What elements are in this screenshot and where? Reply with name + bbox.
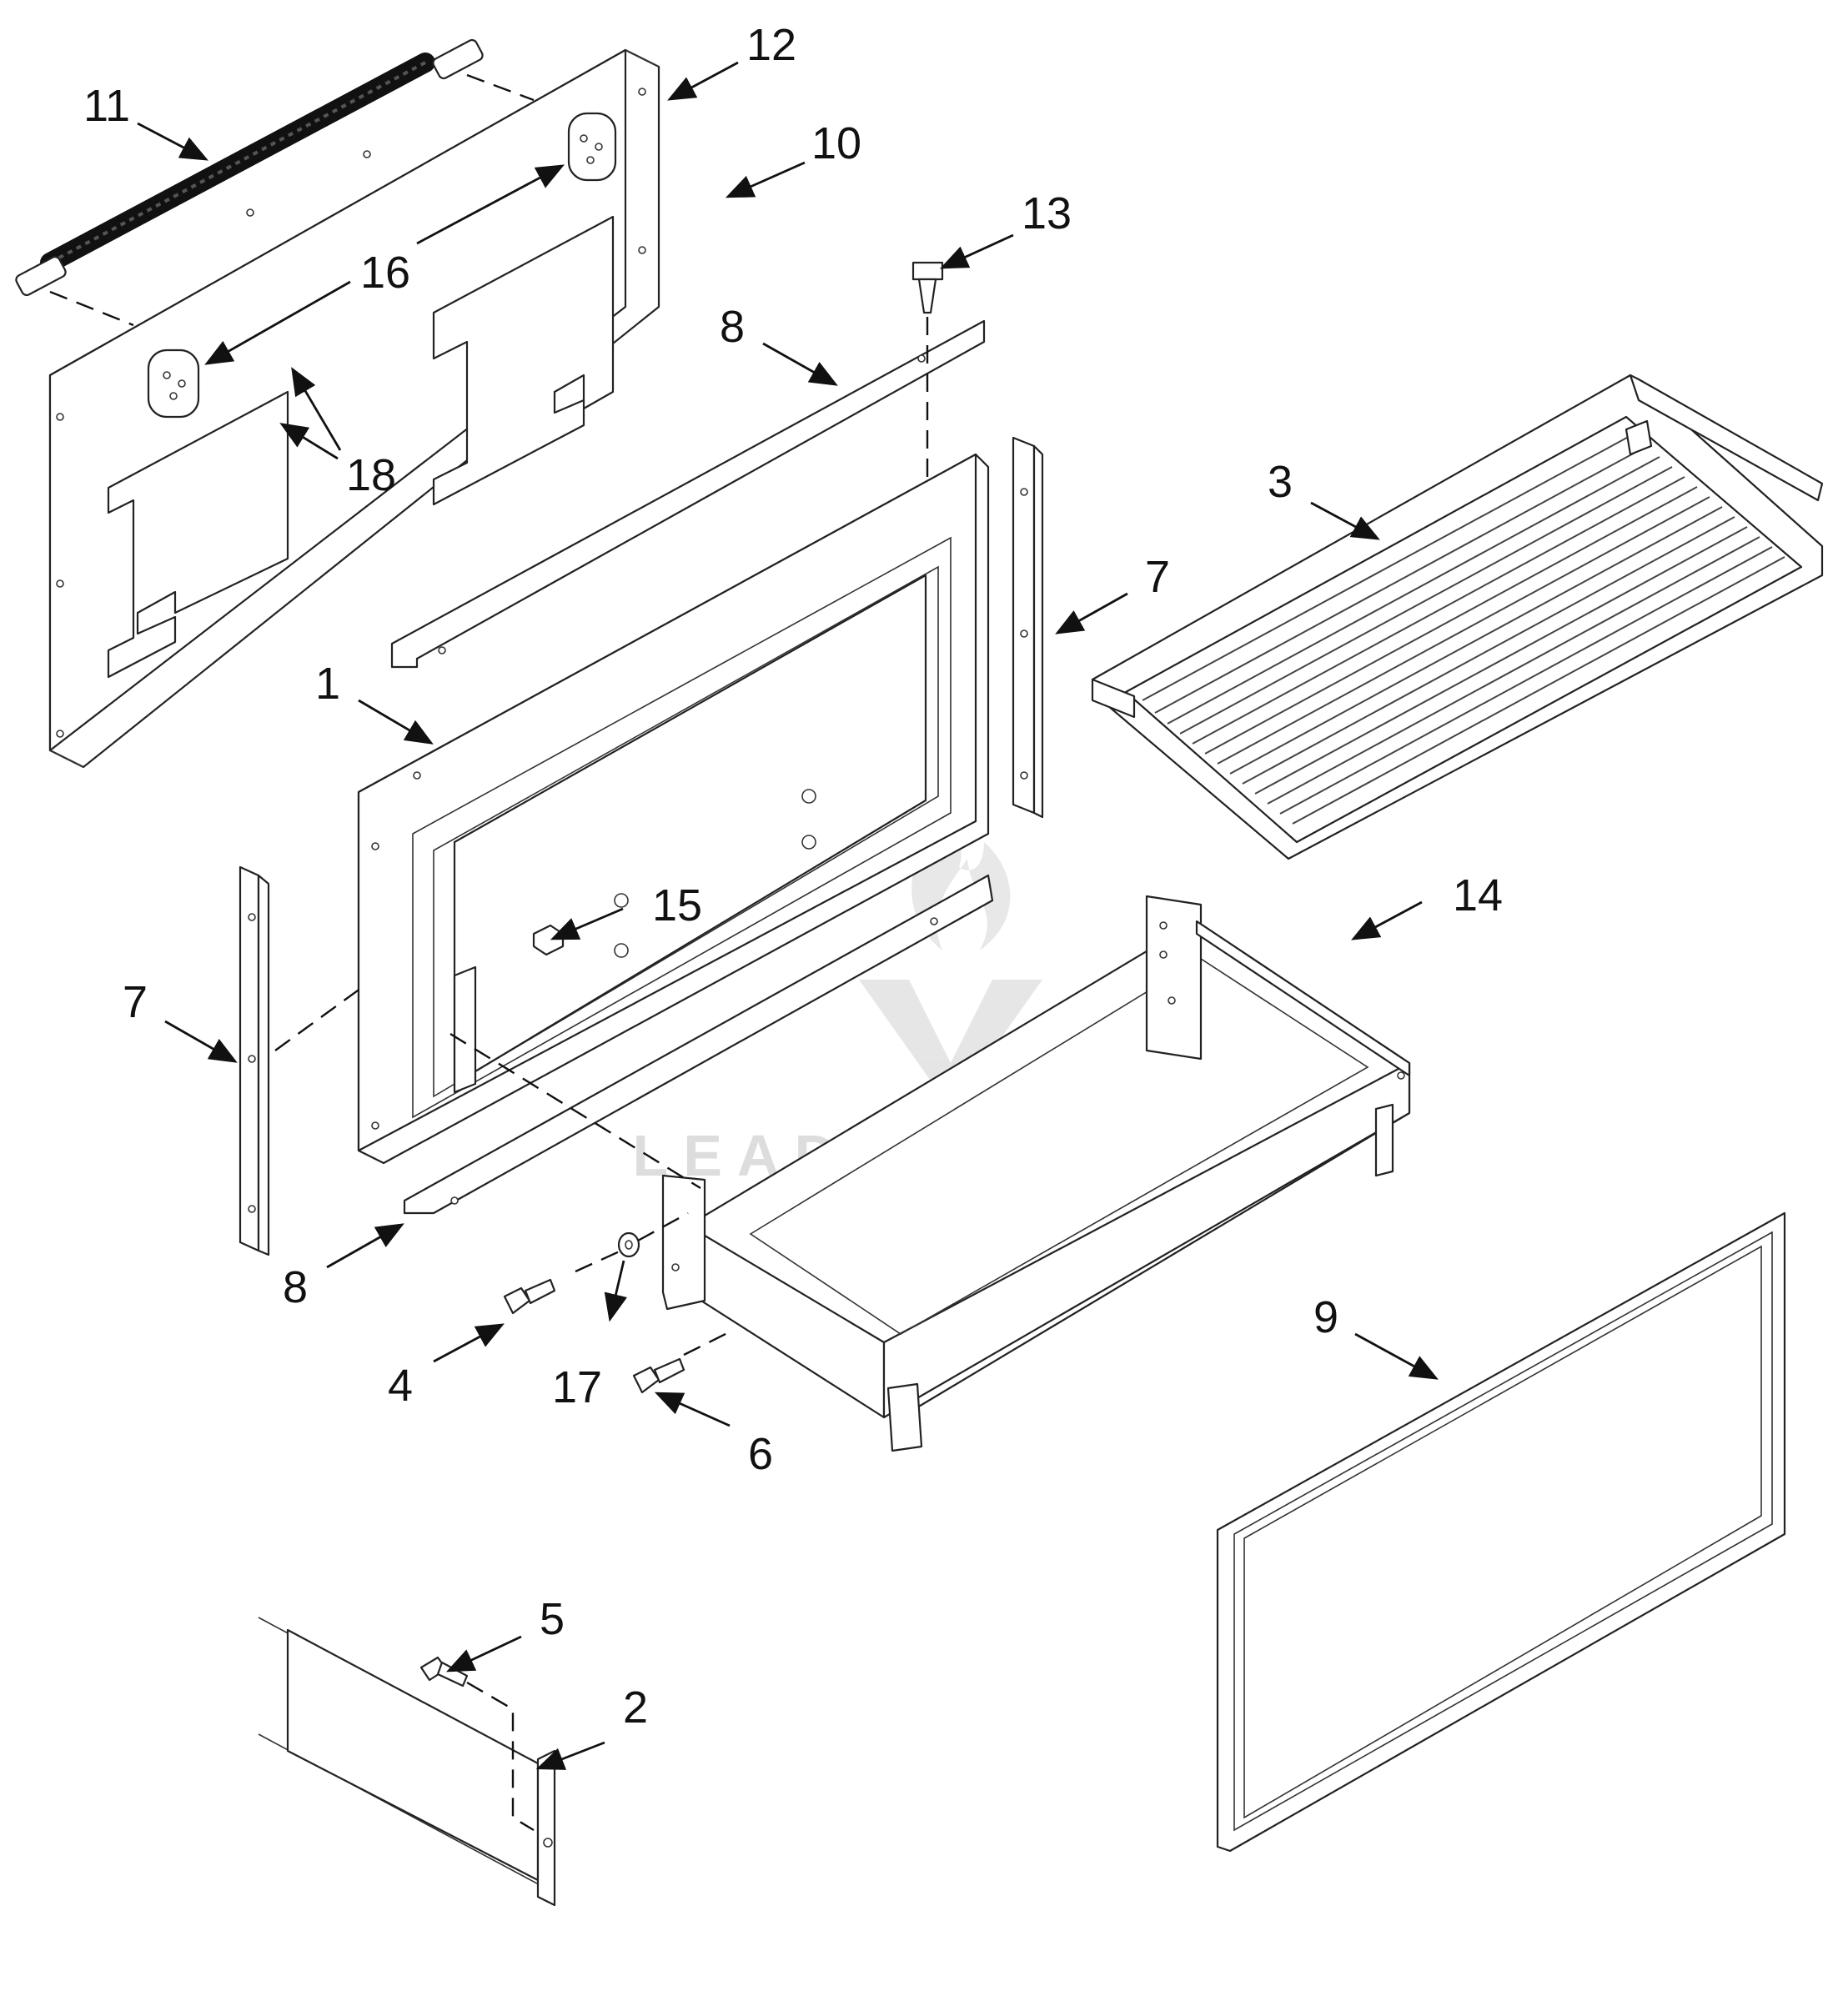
trim-strip-upper	[390, 319, 986, 669]
callout-7-right: 7	[1145, 552, 1170, 602]
drawer-body	[449, 895, 1411, 1452]
callout-7-left: 7	[123, 977, 148, 1027]
washer-17	[575, 1211, 689, 1273]
drawer-liner-tray	[1091, 374, 1824, 860]
callout-13: 13	[1022, 188, 1072, 238]
inner-door-frame	[357, 453, 990, 1165]
callout-10: 10	[811, 118, 861, 168]
callout-6: 6	[748, 1429, 773, 1479]
screw-6	[632, 1328, 735, 1394]
callout-3: 3	[1268, 457, 1293, 507]
callout-4: 4	[388, 1361, 413, 1411]
callout-8-lower: 8	[283, 1262, 308, 1312]
hinge-plate-lower	[147, 349, 200, 419]
trim-strip-left	[239, 865, 368, 1256]
callout-9: 9	[1313, 1292, 1338, 1342]
callout-12: 12	[746, 20, 796, 70]
callout-17: 17	[552, 1362, 602, 1412]
callout-2: 2	[623, 1683, 648, 1733]
callout-18: 18	[346, 450, 396, 500]
callout-8-upper: 8	[720, 302, 745, 352]
insulation-panel-right	[432, 215, 615, 506]
callout-labels: 1 2 3 4 5 6 7 7 8 8 9 10 11 12 13 14 15 …	[83, 20, 1503, 1733]
trim-strip-lower	[403, 874, 994, 1215]
callout-16: 16	[360, 248, 410, 298]
callout-1: 1	[315, 659, 340, 709]
door-gasket	[1216, 1211, 1786, 1853]
insulation-panel-left	[107, 390, 289, 679]
screw-4	[503, 1278, 556, 1315]
callout-11: 11	[83, 81, 130, 131]
callout-leaders	[137, 61, 1439, 1770]
watermark-v-icon	[859, 980, 1042, 1109]
door-handle	[15, 38, 535, 327]
trim-strip-right	[1012, 436, 1044, 819]
callout-14: 14	[1453, 870, 1503, 920]
screw-13	[911, 261, 944, 484]
callout-15: 15	[652, 880, 702, 930]
hinge-plate-upper	[567, 112, 617, 182]
drawer-front-trim	[258, 1617, 556, 1907]
callout-5: 5	[540, 1594, 565, 1644]
